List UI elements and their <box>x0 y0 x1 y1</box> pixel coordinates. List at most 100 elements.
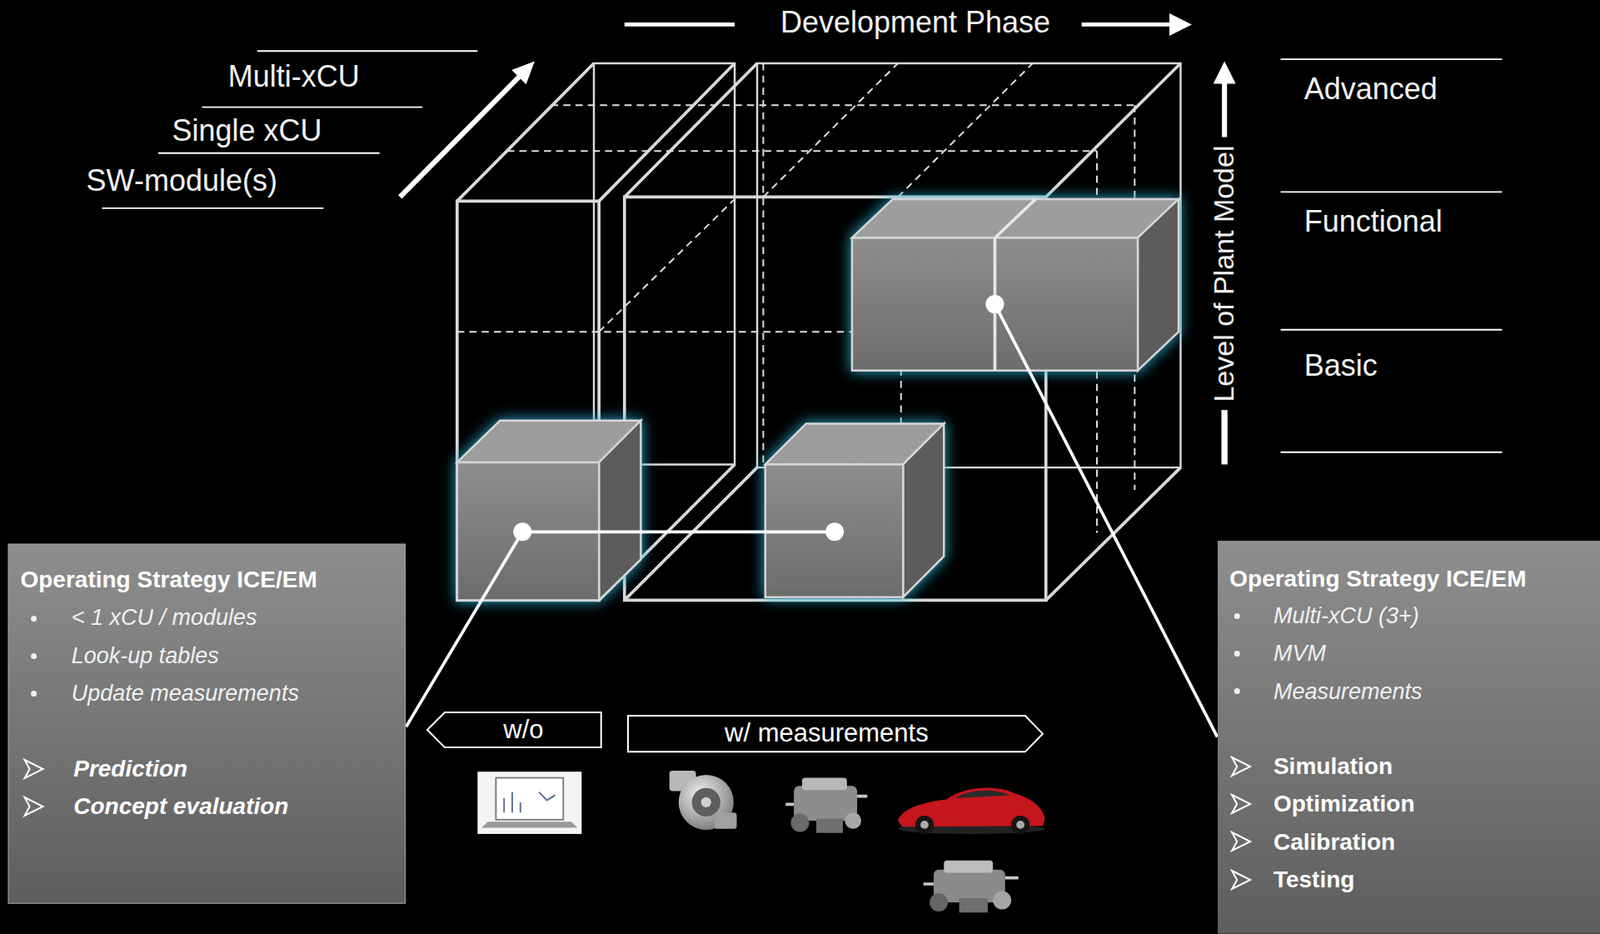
result-item: Concept evaluation <box>73 792 289 820</box>
result-item: Prediction <box>73 755 188 783</box>
tag-label: w/ measurements <box>724 717 929 748</box>
leader-line <box>406 531 524 727</box>
bullet-dot <box>30 615 37 622</box>
car-rim <box>920 820 929 829</box>
panel-fill <box>8 543 406 903</box>
car-wheel <box>915 815 934 834</box>
laptop-icon <box>477 771 582 834</box>
turbo-hub <box>701 797 712 808</box>
arrow-head <box>1169 13 1192 36</box>
result-item: Simulation <box>1273 752 1393 780</box>
cube-side <box>598 420 641 601</box>
axis-line <box>1081 22 1174 27</box>
arrow-head <box>511 61 535 85</box>
panel-heading: Operating Strategy ICE/EM <box>19 566 317 594</box>
axis-lines <box>102 13 1503 453</box>
leaders <box>406 304 1218 737</box>
engine-sump <box>816 818 843 833</box>
bullet-text: Look-up tables <box>71 642 220 669</box>
callout-panel: Operating Strategy ICE/EM Multi-xCU (3+) M… <box>1217 540 1600 934</box>
axis-tick-label: Functional <box>1304 204 1443 239</box>
bullet-text: < 1 xCU / modules <box>71 604 258 631</box>
axis-title: Level of Plant Model <box>1208 144 1242 402</box>
engine-pipe <box>785 796 868 805</box>
laptop-base <box>481 821 578 828</box>
result-item: Optimization <box>1273 790 1416 818</box>
panel-ground <box>8 543 406 903</box>
leader-line <box>994 304 1217 737</box>
grid-dash <box>507 104 1135 151</box>
arrow-bullet <box>1231 832 1251 851</box>
axis-tick-label: Single xCU <box>171 113 322 148</box>
axis-tick-label: Basic <box>1304 348 1378 383</box>
bullet-text: Measurements <box>1273 678 1423 705</box>
turbo-flange <box>714 812 738 829</box>
axis-tick-label: SW-module(s) <box>86 163 278 198</box>
box-back <box>757 63 1181 468</box>
icon-ground <box>477 771 582 834</box>
bullet-dot <box>30 652 37 659</box>
engine-icon <box>923 860 1019 913</box>
wireframe <box>457 63 1182 600</box>
callout-panel: Operating Strategy ICE/EM < 1 xCU / modul… <box>8 543 406 903</box>
engine-cover <box>943 860 993 873</box>
arrow-bullet <box>24 759 43 778</box>
axis-line <box>399 75 521 198</box>
tag-label: w/o <box>503 714 544 745</box>
bullet-dot <box>1233 687 1240 694</box>
highlight-cube <box>457 420 642 601</box>
engine-pulley <box>844 812 862 829</box>
axis-line <box>624 22 735 27</box>
result-item: Calibration <box>1273 828 1396 856</box>
grid-dashes <box>457 63 1182 600</box>
panel-fill <box>1217 540 1600 934</box>
bullet-dot <box>30 690 37 697</box>
car-rim <box>1016 820 1025 829</box>
result-item: Testing <box>1273 866 1355 893</box>
arrow-head <box>1213 61 1237 85</box>
car-window <box>955 790 1011 798</box>
engine-pulley <box>929 892 948 912</box>
tag-border <box>427 712 602 748</box>
bullet-dot <box>1233 650 1240 657</box>
engine-cover <box>802 777 848 791</box>
car-wheel <box>1011 815 1030 834</box>
engine-sump <box>959 897 988 913</box>
engine-pipe <box>923 877 1019 884</box>
marker-dot <box>513 522 532 541</box>
laptop-screen <box>495 777 564 820</box>
highlight-cube <box>765 423 944 597</box>
engine-pulley <box>992 891 1012 910</box>
arrow-bullet <box>24 797 43 816</box>
slab-front <box>457 200 599 600</box>
panel-heading: Operating Strategy ICE/EM <box>1229 565 1526 593</box>
link-line <box>522 529 835 534</box>
tag-border <box>628 715 1043 752</box>
axis-line <box>1221 409 1227 464</box>
bullet-text: Multi-xCU (3+) <box>1273 603 1420 629</box>
arrow-bullet <box>1231 870 1251 889</box>
arrow-bullet <box>1231 757 1251 776</box>
axis-line <box>1221 81 1227 138</box>
cube-side <box>902 423 944 597</box>
car-icon <box>897 787 1045 834</box>
tick-line <box>1280 59 1503 453</box>
marker-dot <box>825 522 844 541</box>
bullet-dot <box>1233 613 1240 619</box>
phase-tag: w/o <box>426 711 603 748</box>
axis-title: Development Phase <box>780 4 1051 40</box>
axis-tick-label: Multi-xCU <box>228 59 360 94</box>
slab-back <box>593 63 735 464</box>
marker-dot <box>985 294 1004 314</box>
turbocharger-icon <box>669 770 738 830</box>
engine-icon <box>785 777 868 833</box>
bullet-text: Update measurements <box>71 680 300 707</box>
bullet-text: MVM <box>1273 640 1326 667</box>
arrow-bullet <box>1231 794 1251 813</box>
cube-side <box>1137 199 1179 371</box>
axis-tick-label: Advanced <box>1304 71 1438 106</box>
screen-chart <box>503 792 555 813</box>
engine-pulley <box>790 812 809 832</box>
turbo-wheel <box>692 787 721 817</box>
